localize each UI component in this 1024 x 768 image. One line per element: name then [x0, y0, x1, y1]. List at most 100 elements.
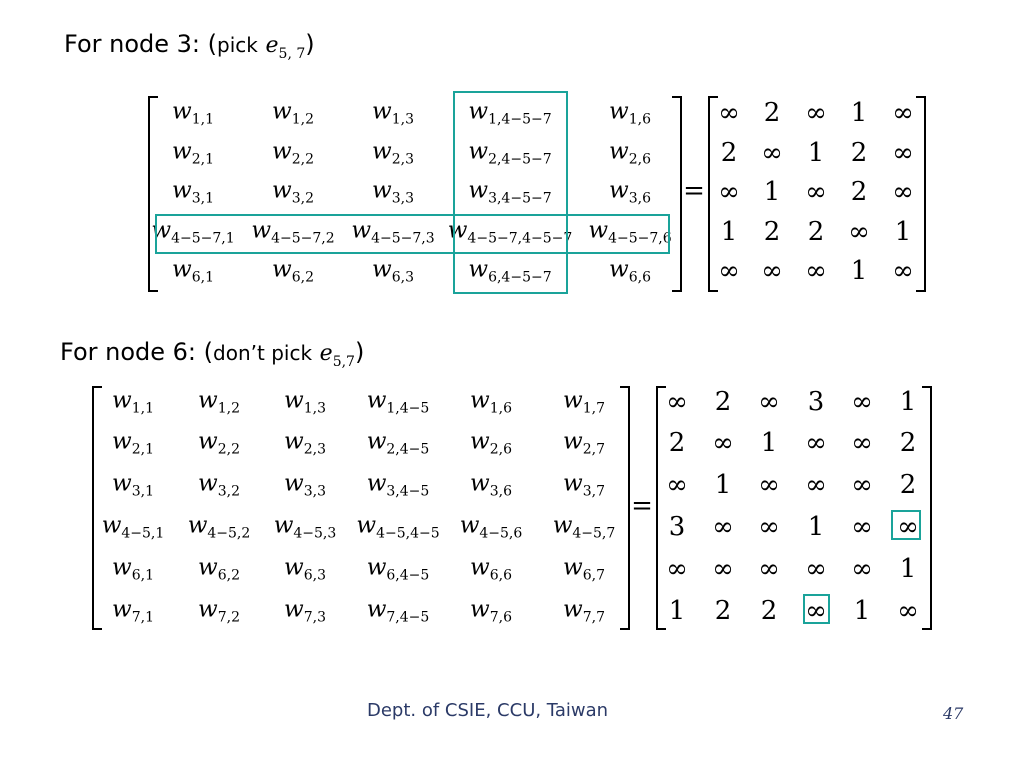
w-subscript: 3,2 [291, 190, 314, 207]
value-matrix-cell: 2 [850, 177, 868, 207]
w-matrix-cell: w4−5,1 [102, 512, 165, 541]
value-matrix-cell: ∞ [666, 387, 688, 417]
w-symbol: w [468, 98, 489, 125]
w-matrix-cell: w1,1 [172, 98, 214, 127]
w-matrix-cell: w2,2 [272, 138, 314, 167]
w-subscript: 6,4−5 [386, 567, 430, 584]
w-symbol: w [563, 596, 583, 623]
w-matrix-right-bracket [620, 386, 630, 630]
w-symbol: w [470, 428, 490, 455]
w-symbol: w [356, 512, 377, 539]
w-subscript: 2,6 [628, 151, 651, 168]
value-matrix-cell: ∞ [897, 512, 919, 542]
w-subscript: 4−5−7,4−5−7 [467, 230, 573, 247]
value-matrix-cell: 1 [807, 138, 825, 168]
w-symbol: w [351, 217, 372, 244]
w-subscript: 2,2 [291, 151, 314, 168]
w-subscript: 1,6 [628, 111, 651, 128]
w-matrix-cell: w4−5,2 [188, 512, 251, 541]
w-symbol: w [372, 98, 392, 125]
w-subscript: 2,3 [391, 151, 414, 168]
w-matrix-cell: w1,2 [272, 98, 314, 127]
w-matrix-cell: w4−5,6 [460, 512, 523, 541]
w-subscript: 6,4−5−7 [488, 269, 552, 286]
value-matrix-cell: ∞ [851, 554, 873, 584]
value-matrix-cell: ∞ [758, 512, 780, 542]
w-matrix-cell: w6,2 [272, 256, 314, 285]
w-subscript: 6,2 [291, 269, 314, 286]
value-matrix-cell: 1 [720, 217, 738, 247]
w-matrix-cell: w6,7 [563, 554, 605, 583]
w-matrix-cell: w6,3 [372, 256, 414, 285]
value-matrix-cell: 1 [760, 428, 778, 458]
w-subscript: 3,3 [303, 483, 326, 500]
w-subscript: 7,6 [489, 609, 512, 626]
w-symbol: w [459, 512, 480, 539]
w-subscript: 1,7 [582, 400, 605, 417]
value-matrix-cell: 2 [850, 138, 868, 168]
w-subscript: 2,4−5−7 [488, 151, 552, 168]
w-subscript: 2,7 [582, 441, 605, 458]
w-subscript: 1,3 [303, 400, 326, 417]
w-subscript: 3,6 [489, 483, 512, 500]
w-symbol: w [172, 98, 192, 125]
value-matrix-cell: ∞ [761, 256, 783, 286]
value-matrix-cell: 1 [853, 596, 871, 626]
w-matrix-cell: w3,4−5−7 [468, 177, 551, 206]
w-subscript: 2,1 [191, 151, 214, 168]
footer-text: Dept. of CSIE, CCU, Taiwan [367, 700, 609, 721]
w-matrix-left-bracket [148, 96, 158, 292]
value-matrix-cell: ∞ [851, 470, 873, 500]
w-symbol: w [447, 217, 468, 244]
w-symbol: w [468, 256, 489, 283]
w-subscript: 2,3 [303, 441, 326, 458]
w-subscript: 4−5,4−5 [376, 525, 440, 542]
value-matrix-cell: 2 [763, 98, 781, 128]
node3-heading: For node 3: (pick e5, 7) [64, 30, 315, 62]
value-matrix-cell: ∞ [666, 554, 688, 584]
w-subscript: 4−5,3 [293, 525, 337, 542]
value-matrix-cell: ∞ [718, 98, 740, 128]
equals-sign: = [631, 491, 653, 521]
w-subscript: 2,6 [489, 441, 512, 458]
w-subscript: 6,6 [489, 567, 512, 584]
w-matrix-cell: w7,4−5 [367, 596, 430, 625]
w-subscript: 6,7 [582, 567, 605, 584]
value-matrix-cell: 1 [850, 98, 868, 128]
w-symbol: w [112, 387, 132, 414]
w-matrix-cell: w2,1 [112, 428, 154, 457]
w-matrix-cell: w4−5−7,4−5−7 [448, 217, 573, 246]
value-matrix-cell: ∞ [851, 428, 873, 458]
w-symbol: w [372, 138, 392, 165]
w-matrix-cell: w6,6 [609, 256, 651, 285]
w-matrix-cell: w4−5−7,2 [251, 217, 334, 246]
node6-heading: For node 6: (don’t pick e5,7) [60, 338, 365, 370]
value-matrix-cell: ∞ [758, 387, 780, 417]
w-matrix-cell: w4−5−7,6 [588, 217, 671, 246]
cell-4-7-highlight [891, 510, 921, 540]
w-symbol: w [112, 596, 132, 623]
w-subscript: 1,3 [391, 111, 414, 128]
w-matrix-cell: w3,2 [272, 177, 314, 206]
w-subscript: 6,1 [131, 567, 154, 584]
w-subscript: 1,2 [217, 400, 240, 417]
w-symbol: w [366, 596, 387, 623]
w-matrix-cell: w1,4−5−7 [468, 98, 551, 127]
w-matrix-cell: w2,4−5−7 [468, 138, 551, 167]
w-symbol: w [588, 217, 609, 244]
w-symbol: w [198, 387, 218, 414]
w-matrix-cell: w7,3 [284, 596, 326, 625]
value-matrix-cell: ∞ [897, 596, 919, 626]
w-symbol: w [609, 138, 629, 165]
value-matrix-cell: 2 [720, 138, 738, 168]
value-matrix-cell: ∞ [892, 138, 914, 168]
w-subscript: 1,4−5−7 [488, 111, 552, 128]
w-symbol: w [366, 428, 387, 455]
value-matrix-cell: ∞ [851, 387, 873, 417]
w-matrix-cell: w3,4−5 [367, 470, 430, 499]
w-matrix-cell: w4−5,4−5 [356, 512, 439, 541]
w-symbol: w [284, 470, 304, 497]
value-matrix-cell: ∞ [761, 138, 783, 168]
value-matrix-cell: ∞ [712, 428, 734, 458]
value-matrix-cell: ∞ [805, 98, 827, 128]
